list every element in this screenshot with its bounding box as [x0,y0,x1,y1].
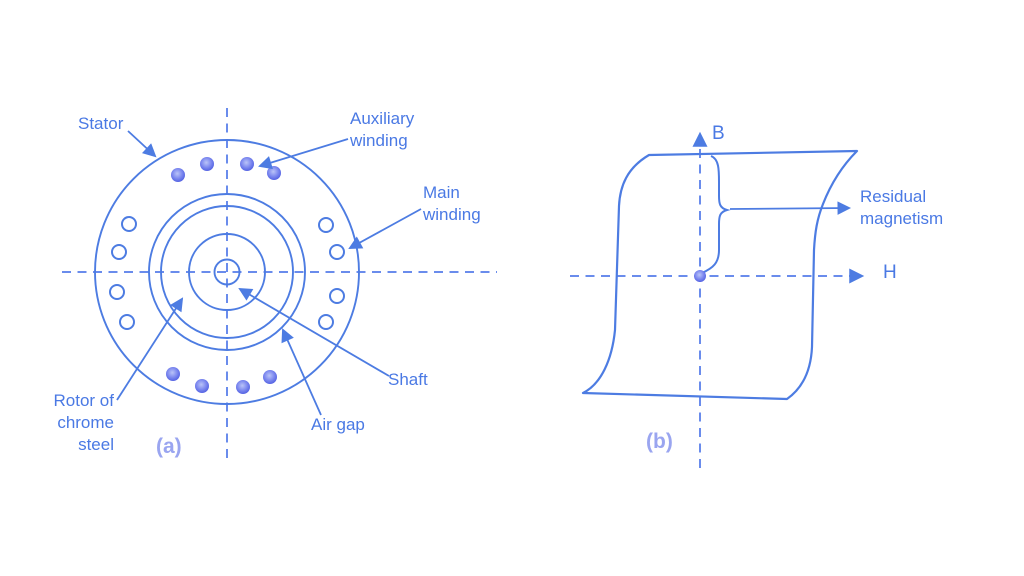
figure-b-caption: (b) [646,430,673,453]
main-winding-slot [111,244,127,260]
main-winding-slot [329,288,345,304]
auxiliary-winding-dot [195,379,209,393]
auxiliary-winding-dot [267,166,281,180]
main-winding-slot [121,216,137,232]
figure-b-hysteresis-loop [570,131,865,468]
auxiliary-winding-dot [236,380,250,394]
auxiliary-winding-leader-arrow [258,138,349,170]
rotor-leader-arrow [116,297,184,401]
auxiliary-winding-dots-bottom [166,367,277,394]
main-winding-slot [318,217,334,233]
main-winding-label: Main winding [423,183,481,225]
main-winding-slots-left [109,216,137,330]
shaft-leader-arrow [238,287,390,377]
figure-a-caption: (a) [156,435,182,458]
auxiliary-winding-dot [240,157,254,171]
main-winding-slot [329,244,345,260]
rotor-inner-circle [188,233,266,311]
main-winding-slots-right [318,217,345,330]
hysteresis-loop-curve [581,149,859,401]
stator-outer-circle [94,139,360,405]
residual-magnetism-arrow [729,201,852,215]
figure-a-motor-section [62,108,497,462]
auxiliary-winding-dot [171,168,185,182]
stator-leader-arrow [127,130,157,158]
auxiliary-winding-dot [166,367,180,381]
air-gap-label: Air gap [311,415,365,434]
origin-dot [694,270,706,282]
rotor-label: Rotor of chrome steel [53,391,114,455]
residual-magnetism-label: Residual magnetism [860,187,944,229]
stator-label: Stator [78,114,124,133]
main-winding-slot [109,284,125,300]
rotor-outer-circle [160,205,294,339]
b-axis-label: B [712,123,725,144]
stator-bore-circle [148,193,306,351]
auxiliary-winding-label: Auxiliary winding [350,109,415,151]
main-winding-slot [119,314,135,330]
auxiliary-winding-dot [263,370,277,384]
main-winding-leader-arrow [348,208,422,249]
main-winding-slot [318,314,334,330]
auxiliary-winding-dot [200,157,214,171]
residual-magnetism-brace [701,155,731,274]
shaft-label: Shaft [388,370,428,389]
shaft-circle [213,258,241,286]
auxiliary-winding-dots-top [171,157,281,182]
air-gap-leader-arrow [281,328,322,416]
h-axis-label: H [883,262,897,283]
